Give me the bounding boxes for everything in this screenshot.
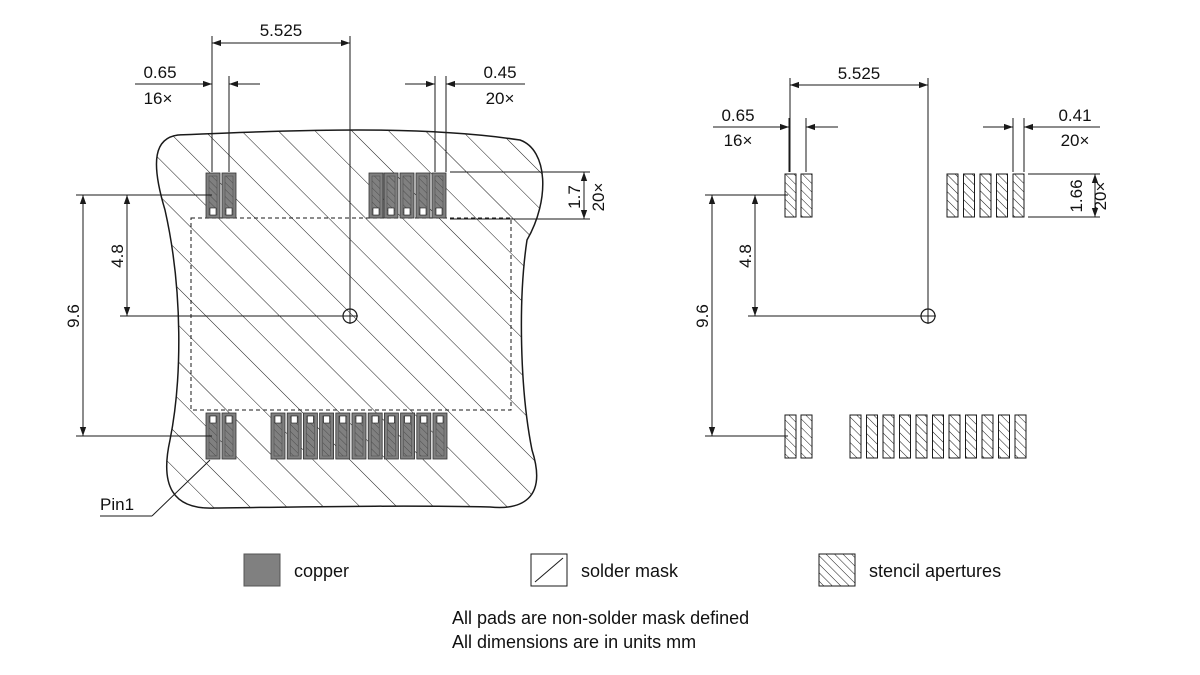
pad-notch: [307, 415, 314, 424]
stencil-aperture: [915, 414, 928, 459]
stencil-aperture: [948, 414, 961, 459]
pad-notch: [436, 415, 444, 424]
dim-pad-length-count: 20×: [589, 183, 608, 212]
stencil-aperture: [963, 173, 975, 218]
dim-full-span-right: 9.6: [693, 304, 712, 328]
dim-pitch-x-right: 5.525: [838, 64, 881, 83]
left-pads: [205, 172, 448, 460]
pad-notch: [371, 415, 379, 424]
stencil-aperture: [849, 414, 862, 459]
dim-count-16-right: 16×: [724, 131, 753, 150]
stencil-aperture: [882, 414, 895, 459]
dim-pad-length: 1.7: [565, 185, 584, 209]
dim-full-span: 9.6: [64, 304, 83, 328]
legend-copper-label: copper: [294, 561, 349, 581]
stencil-aperture: [998, 414, 1010, 459]
note-nsmd: All pads are non-solder mask defined: [452, 608, 750, 628]
stencil-aperture: [965, 414, 977, 459]
pad-notch: [274, 415, 282, 424]
right-view: 5.525 0.65 16× 0.41 20× 1.66 20× 4.8: [693, 64, 1110, 459]
legend-copper-swatch: [243, 553, 281, 587]
legend-stencil-swatch: [818, 553, 856, 587]
stencil-aperture: [866, 414, 878, 459]
stencil-aperture: [946, 173, 959, 218]
pad-notch: [355, 415, 363, 424]
pad-notch: [209, 415, 217, 424]
dim-pad-length-count-right: 20×: [1091, 182, 1110, 211]
dim-count-20: 20×: [486, 89, 515, 108]
dim-pad-length-right: 1.66: [1067, 179, 1086, 212]
pad-notch: [372, 207, 380, 216]
stencil-aperture: [800, 173, 813, 218]
pad-notch: [209, 207, 217, 216]
pad-notch: [339, 415, 347, 424]
legend-solder-mask-label: solder mask: [581, 561, 679, 581]
stencil-aperture: [932, 414, 944, 459]
pad-notch: [387, 207, 395, 216]
dim-pitch-20: 0.45: [483, 63, 516, 82]
pin1-label: Pin1: [100, 495, 134, 514]
dim-half-span-right: 4.8: [736, 244, 755, 268]
pad-notch: [420, 415, 428, 424]
dim-half-span: 4.8: [108, 244, 127, 268]
note-units: All dimensions are in units mm: [452, 632, 697, 652]
stencil-aperture: [1014, 414, 1027, 459]
pad-notch: [419, 207, 427, 216]
stencil-aperture: [1012, 173, 1025, 218]
dim-pitch-16: 0.65: [143, 63, 176, 82]
left-view: 5.525 0.65 16× 0.45 20× 1.7 20× 4.8: [64, 21, 608, 517]
pad-notch: [290, 415, 298, 424]
stencil-aperture: [979, 173, 992, 218]
pad-notch: [225, 415, 233, 424]
pad-notch: [403, 207, 411, 216]
dim-pitch-16-right: 0.65: [721, 106, 754, 125]
pad-notch: [225, 207, 233, 216]
stencil-aperture: [800, 414, 813, 459]
pad-notch: [435, 207, 443, 216]
legend-stencil-label: stencil apertures: [869, 561, 1001, 581]
legend: copper solder mask stencil apertures: [243, 553, 1001, 587]
dim-count-16: 16×: [144, 89, 173, 108]
dim-count-20-right: 20×: [1061, 131, 1090, 150]
stencil-aperture: [996, 173, 1008, 218]
dim-pitch-x: 5.525: [260, 21, 303, 40]
pad-notch: [323, 415, 330, 424]
stencil-aperture: [981, 414, 994, 459]
dim-pitch-20-right: 0.41: [1058, 106, 1091, 125]
right-stencil-pads: [784, 173, 1027, 459]
pad-notch: [388, 415, 395, 424]
stencil-aperture: [899, 414, 911, 459]
exposed-pad-outline: [190, 217, 512, 411]
pad-notch: [404, 415, 411, 424]
